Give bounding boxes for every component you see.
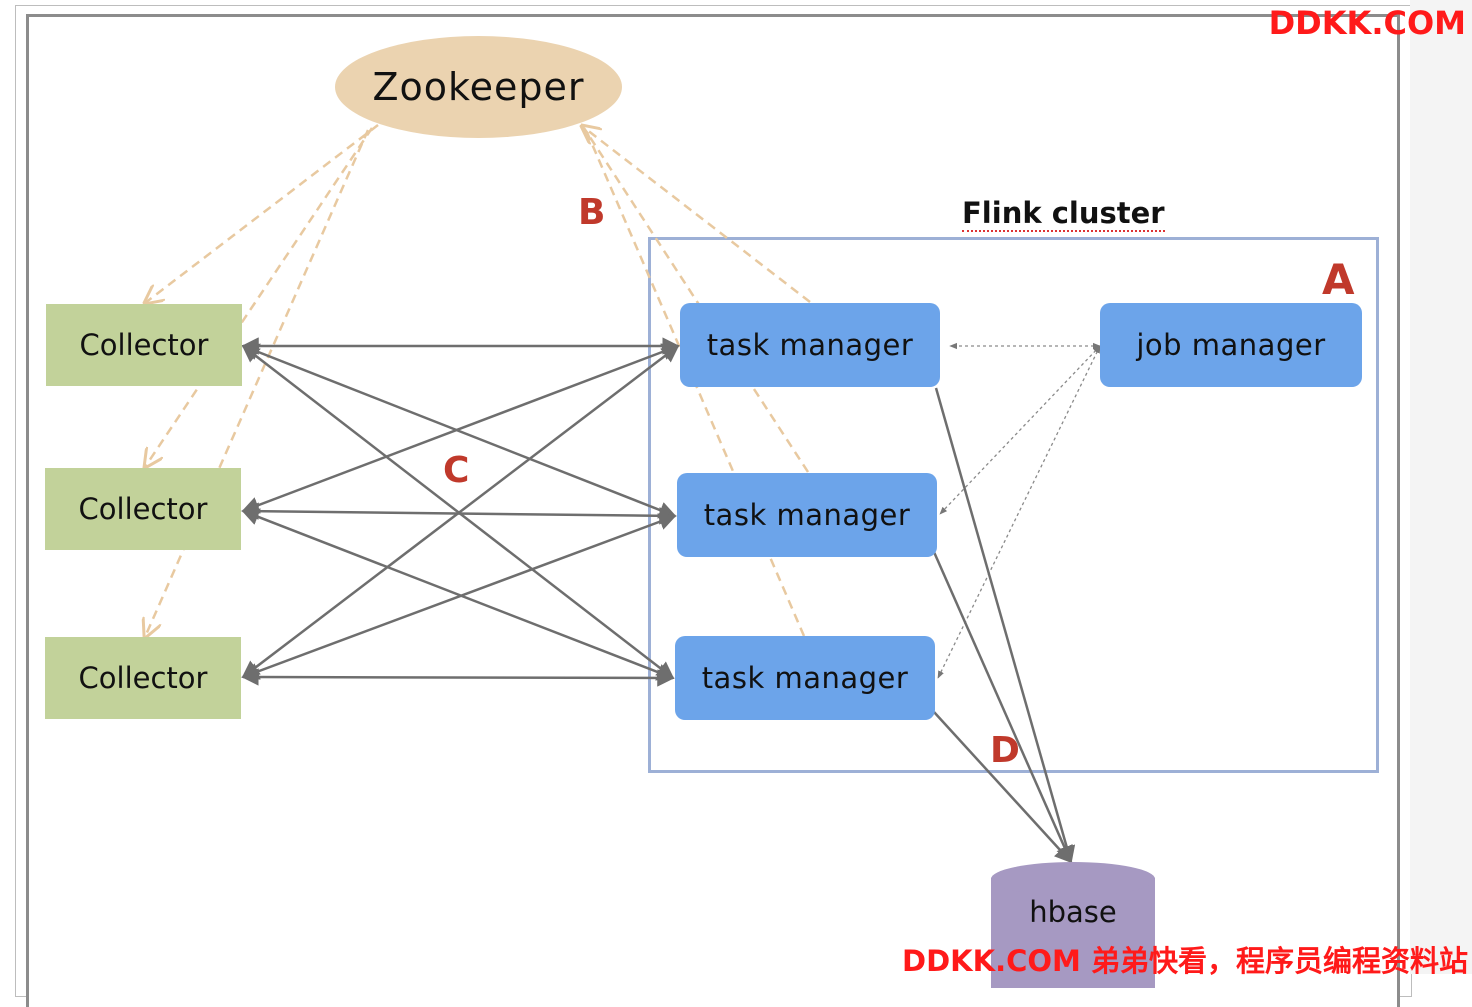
d-link <box>932 551 1073 864</box>
task-manager-node: task manager <box>680 303 940 387</box>
zk-taskmanager-link <box>582 127 810 473</box>
task-manager-node: task manager <box>675 636 935 720</box>
connection-layer <box>0 0 1101 864</box>
job-manager-label: job manager <box>1136 328 1326 362</box>
hbase-label: hbase <box>1029 895 1117 929</box>
collector-node: Collector <box>46 304 242 386</box>
collector-label: Collector <box>78 661 208 695</box>
d-link <box>934 387 1076 864</box>
marker-b: B <box>578 192 606 233</box>
jobmanager-taskmanager-links <box>937 342 1101 679</box>
scroll-gutter <box>1410 0 1472 974</box>
hbase-cylinder-top <box>991 862 1155 896</box>
jm-tm-link <box>937 345 1101 679</box>
collector-label: Collector <box>78 492 208 526</box>
hbase-cylinder-body <box>991 878 1155 988</box>
collector-node: Collector <box>45 468 241 550</box>
task-manager-label: task manager <box>706 328 914 362</box>
marker-d: D <box>990 730 1020 771</box>
marker-a: A <box>1322 255 1355 304</box>
zookeeper-node: Zookeeper <box>335 36 622 138</box>
zookeeper-label: Zookeeper <box>372 65 585 109</box>
task-manager-label: task manager <box>703 498 911 532</box>
zk-collector-link <box>145 127 374 467</box>
collector-label: Collector <box>79 328 209 362</box>
zk-taskmanager-link <box>582 126 811 303</box>
watermark-bottom: DDKK.COM 弟弟快看，程序员编程资料站 <box>902 944 1468 978</box>
collector-node: Collector <box>45 637 241 719</box>
task-manager-node: task manager <box>677 473 937 557</box>
flink-cluster-title: Flink cluster <box>962 196 1165 232</box>
zk-collector-link <box>145 124 379 303</box>
watermark-top: DDKK.COM <box>1268 4 1466 42</box>
d-link <box>933 711 1073 864</box>
task-manager-label: task manager <box>701 661 909 695</box>
collector-taskmanager-links <box>241 337 680 687</box>
marker-c: C <box>443 450 470 491</box>
c-link <box>241 513 677 680</box>
c-link <box>241 668 675 687</box>
taskmanager-hbase-links <box>932 387 1076 864</box>
job-manager-node: job manager <box>1100 303 1362 387</box>
